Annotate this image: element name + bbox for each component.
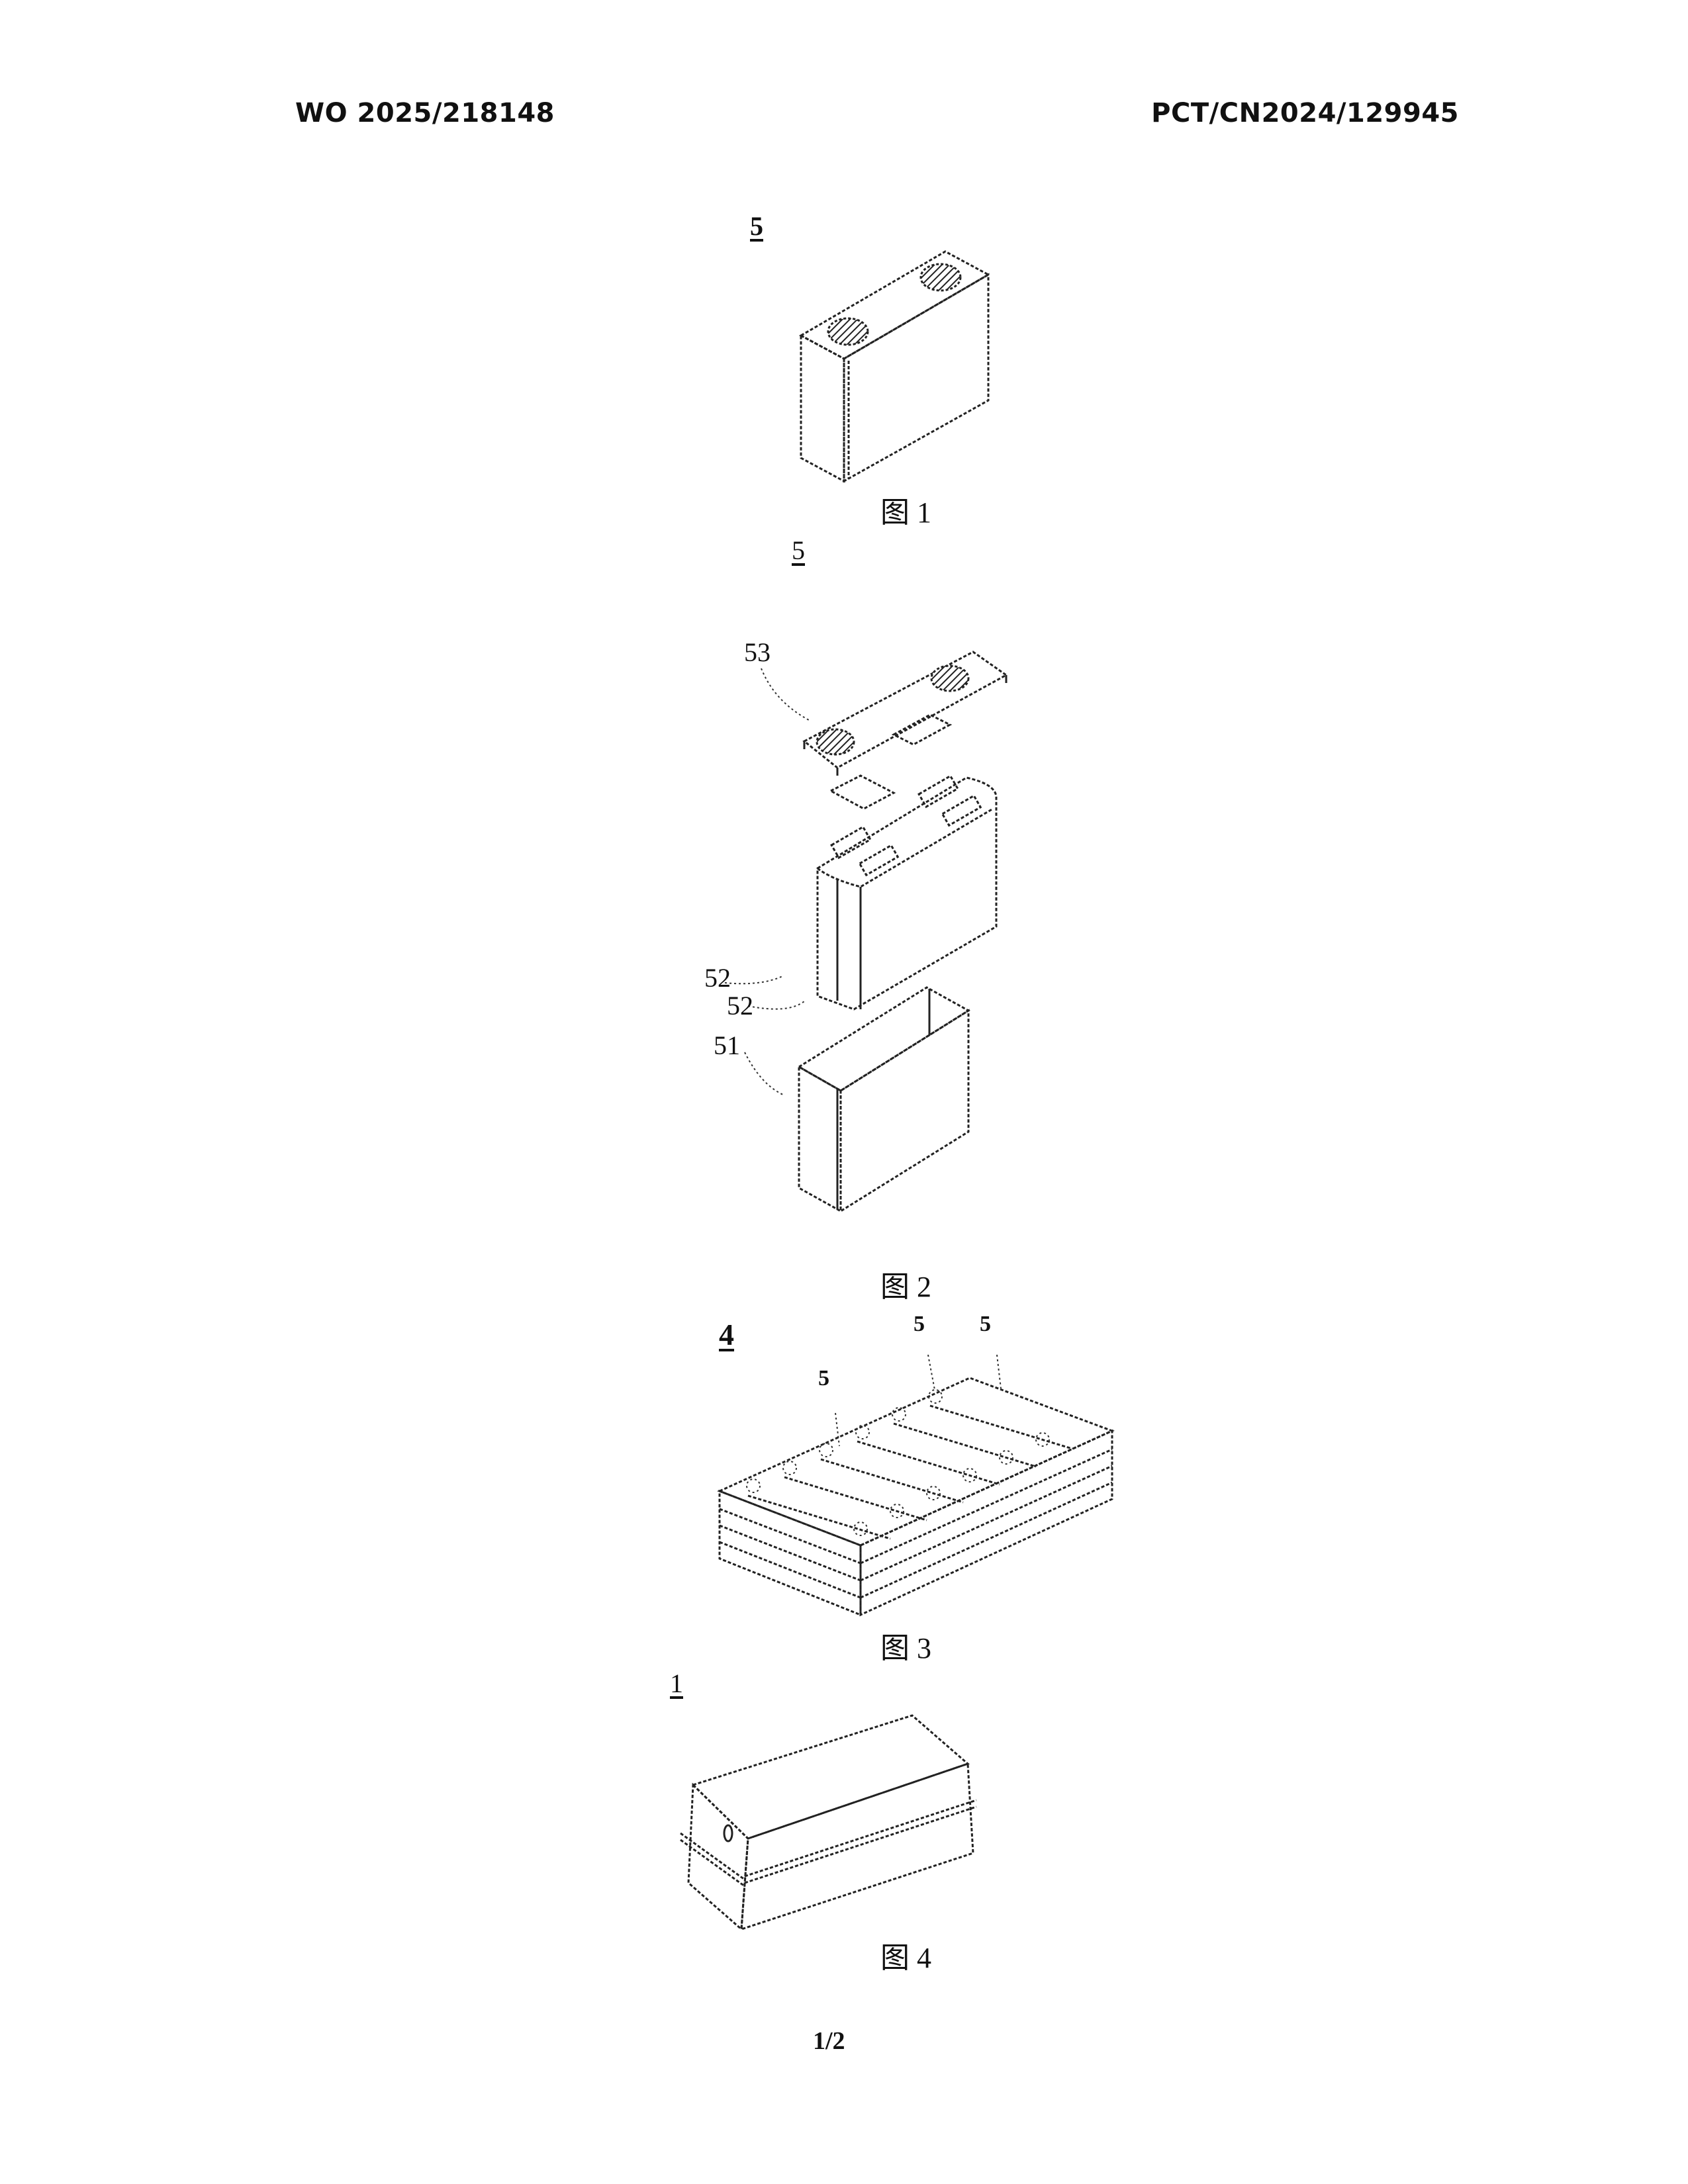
fig2-exploded-cell-drawing (724, 651, 1008, 1213)
fig3-callout-5b: 5 (980, 1312, 991, 1336)
fig1-battery-cell-drawing (798, 250, 991, 483)
fig2-callout-51: 51 (714, 1030, 740, 1060)
fig3-caption: 图 3 (880, 1632, 931, 1664)
fig3-reference-label: 4 (719, 1318, 734, 1351)
fig1-reference-label: 5 (750, 211, 763, 241)
fig4-battery-pack-drawing (680, 1714, 977, 1932)
fig2-callout-52a: 52 (704, 963, 731, 993)
application-number: PCT/CN2024/129945 (1151, 98, 1459, 128)
terminal-icon (816, 728, 855, 756)
fig1-caption: 图 1 (880, 496, 931, 529)
terminal-icon (930, 664, 970, 692)
fig3-callout-5a: 5 (914, 1312, 925, 1336)
publication-number: WO 2025/218148 (295, 98, 555, 128)
fig3-battery-module-drawing (717, 1354, 1115, 1617)
fig3-callout-5c: 5 (818, 1366, 829, 1390)
terminal-icon (919, 263, 962, 292)
fig2-callout-53: 53 (744, 637, 771, 667)
fig2-caption: 图 2 (880, 1271, 931, 1303)
terminal-icon (827, 317, 869, 346)
page-indicator: 1/2 (813, 2027, 845, 2055)
fig2-callout-52b: 52 (727, 991, 753, 1021)
fig4-caption: 图 4 (880, 1942, 931, 1974)
fig2-reference-label: 5 (792, 535, 805, 565)
fig4-reference-label: 1 (670, 1668, 683, 1698)
